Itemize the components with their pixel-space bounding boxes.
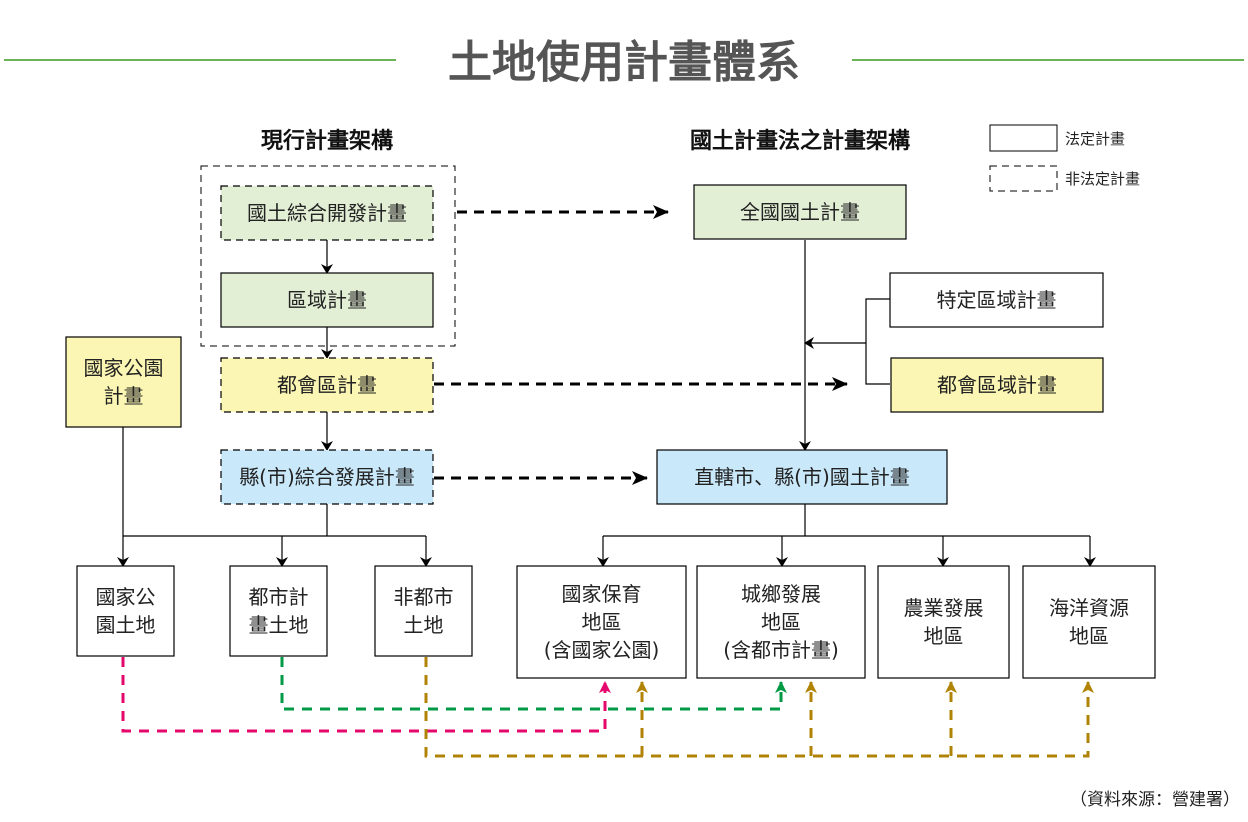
node-box (220, 449, 434, 505)
legend: 法定計畫 非法定計畫 (989, 124, 1140, 192)
page-title: 土地使用計畫體系 (448, 37, 800, 88)
node-label: 地區 (1069, 624, 1109, 648)
node-box (889, 272, 1104, 328)
node-box (220, 357, 434, 413)
node-metropolitan-region: 都會區域計畫 (890, 357, 1104, 413)
node-label: 土地 (404, 613, 444, 637)
node-label: 海洋資源 (1049, 596, 1129, 620)
node-county-comprehensive: 縣(市)綜合發展計畫 (220, 449, 434, 505)
hierarchy-connectors (117, 240, 1096, 567)
node-label: 國家公 (96, 585, 156, 609)
node-regional: 區域計畫 (220, 272, 434, 328)
node-special-region: 特定區域計畫 (889, 272, 1104, 328)
mapping-non-urban-to-zones (424, 657, 1094, 758)
node-label: 國家保育 (562, 582, 642, 606)
land-zone-mappings (121, 657, 1094, 758)
node-label: 地區 (924, 624, 964, 648)
node-label: 國土綜合開發計畫 (247, 201, 407, 225)
current-framework-group (200, 165, 456, 347)
node-label: 城鄉發展 (741, 582, 821, 606)
node-label: 都市計 (249, 585, 309, 609)
legend-statutory-label: 法定計畫 (1065, 130, 1125, 148)
node-label: 國家公園 (84, 356, 164, 380)
node-box (65, 336, 182, 428)
node-label: 地區 (582, 610, 622, 634)
node-box (696, 565, 866, 679)
node-label: 都會區計畫 (277, 373, 377, 397)
node-metropolitan: 都會區計畫 (220, 357, 434, 413)
node-box (374, 565, 473, 657)
node-label: 農業發展 (904, 596, 984, 620)
node-label: 縣(市)綜合發展計畫 (239, 465, 415, 489)
node-label: (含都市計畫) (723, 638, 839, 662)
node-label: 直轄市、縣(市)國土計畫 (694, 465, 910, 489)
node-box (890, 357, 1104, 413)
node-label: 地區 (761, 610, 801, 634)
transition-arrows (434, 205, 848, 485)
node-label: 畫土地 (249, 613, 309, 637)
node-national-spatial: 全國國土計畫 (693, 184, 907, 240)
mapping-park-land-to-conservation (121, 657, 611, 733)
node-label: 非都市 (394, 585, 454, 609)
mapping-urban-plan-land-to-urban-rural (280, 657, 787, 711)
source-note: （資料來源：營建署） (1070, 790, 1240, 810)
node-box (76, 565, 175, 657)
heading-current-framework: 現行計畫架構 (261, 128, 393, 154)
node-label: 區域計畫 (287, 288, 367, 312)
connector-special-metro-regions (865, 298, 890, 385)
legend-non-statutory-label: 非法定計畫 (1065, 170, 1140, 188)
heading-new-law-framework: 國土計畫法之計畫架構 (690, 128, 910, 154)
node-municipal-spatial: 直轄市、縣(市)國土計畫 (656, 449, 948, 505)
node-box (877, 565, 1010, 679)
node-box (220, 185, 434, 241)
legend-statutory-swatch (989, 124, 1058, 152)
node-box (516, 565, 687, 679)
node-box (229, 565, 328, 657)
node-label: 園土地 (96, 613, 156, 637)
node-box (656, 449, 948, 505)
node-label: 計畫 (104, 384, 144, 408)
node-label: (含國家公園) (544, 638, 660, 662)
node-national-comprehensive: 國土綜合開發計畫 (220, 185, 434, 241)
node-box (693, 184, 907, 240)
node-label: 都會區域計畫 (937, 373, 1057, 397)
node-label: 全國國土計畫 (740, 200, 860, 224)
node-label: 特定區域計畫 (937, 288, 1057, 312)
node-box (220, 272, 434, 328)
node-box (1022, 565, 1156, 679)
legend-non-statutory-swatch (989, 165, 1058, 192)
